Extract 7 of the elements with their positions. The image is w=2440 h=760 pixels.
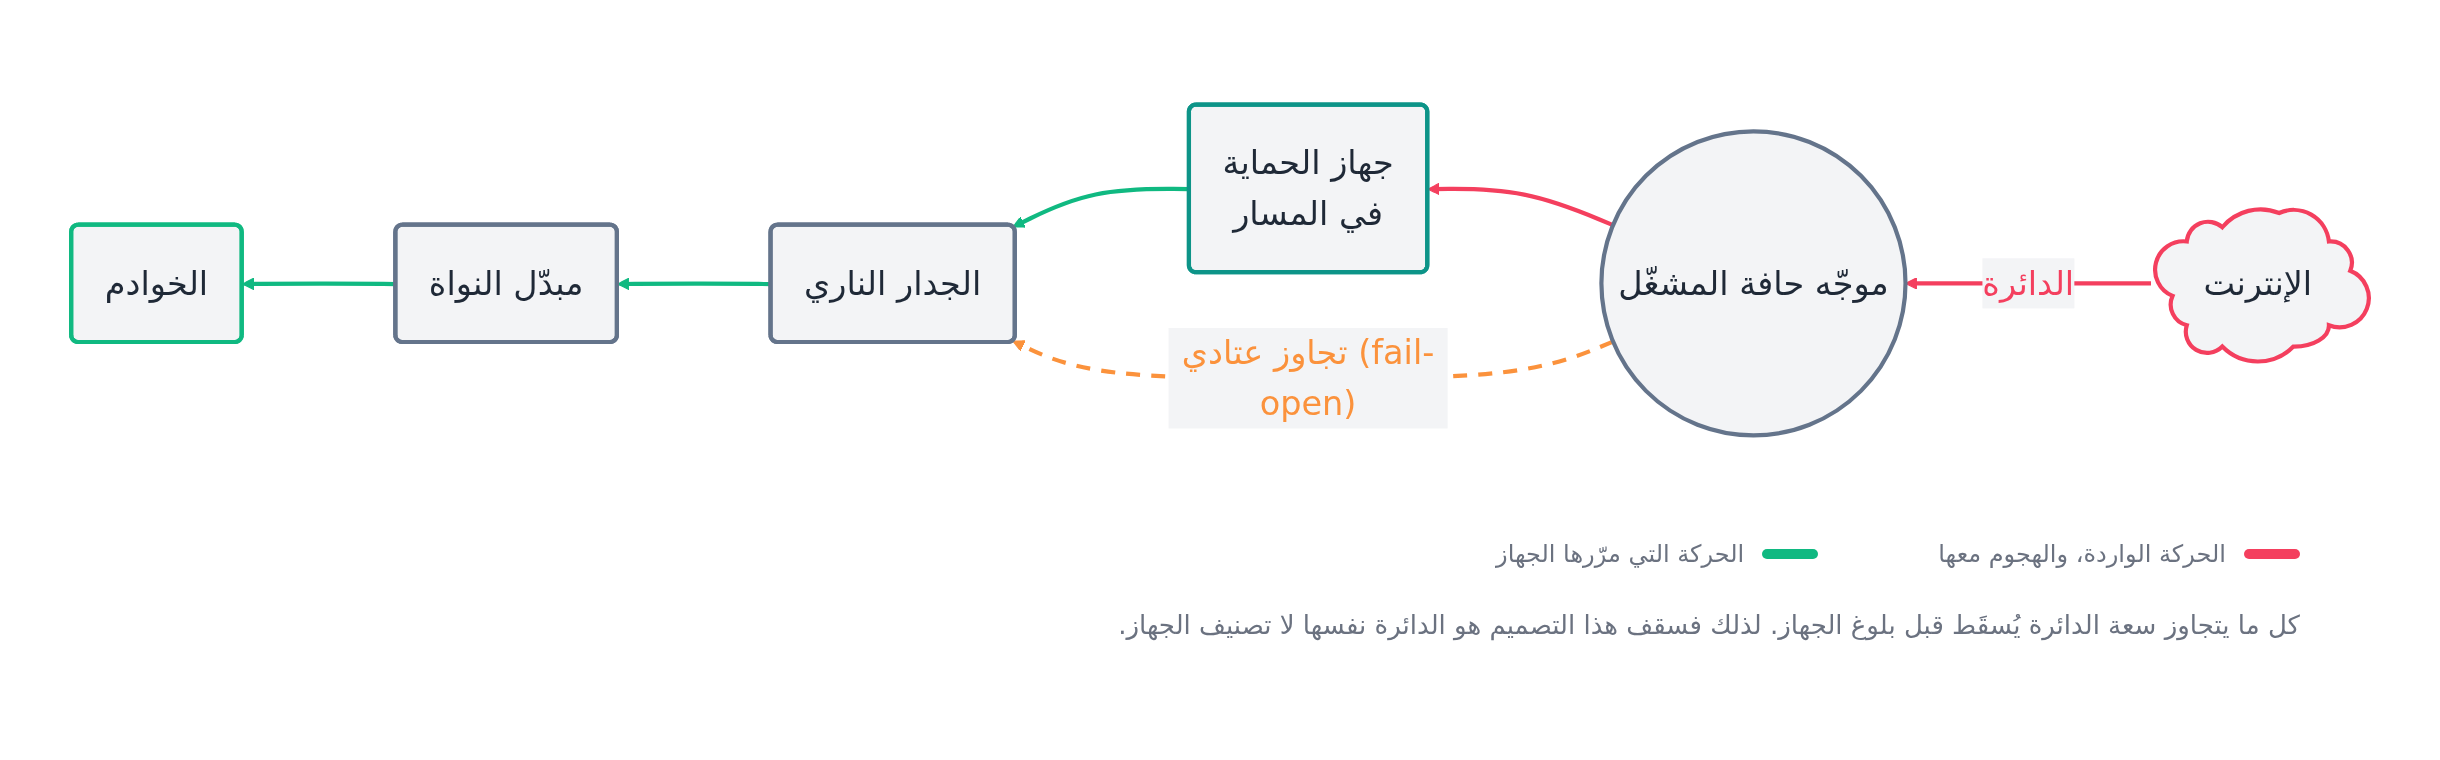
legend-label: الحركة الواردة، والهجوم معها <box>1938 540 2226 568</box>
node-circle: موجّه حافة المشغّل <box>1599 129 1908 438</box>
edge-label: الدائرة <box>1982 263 2075 303</box>
arrow <box>1012 186 1190 228</box>
legend-label: الحركة التي مرّرها الجهاز <box>1496 540 1745 568</box>
edge-label: تجاوز عتادي (fail-open) <box>1181 333 1435 424</box>
caption: كل ما يتجاوز سعة الدائرة يُسقَط قبل بلوغ الجهاز. لذلك فسقف هذا التصميم هو الدائرة نفسها لا تصنيف الجهاز. <box>1118 610 2300 640</box>
